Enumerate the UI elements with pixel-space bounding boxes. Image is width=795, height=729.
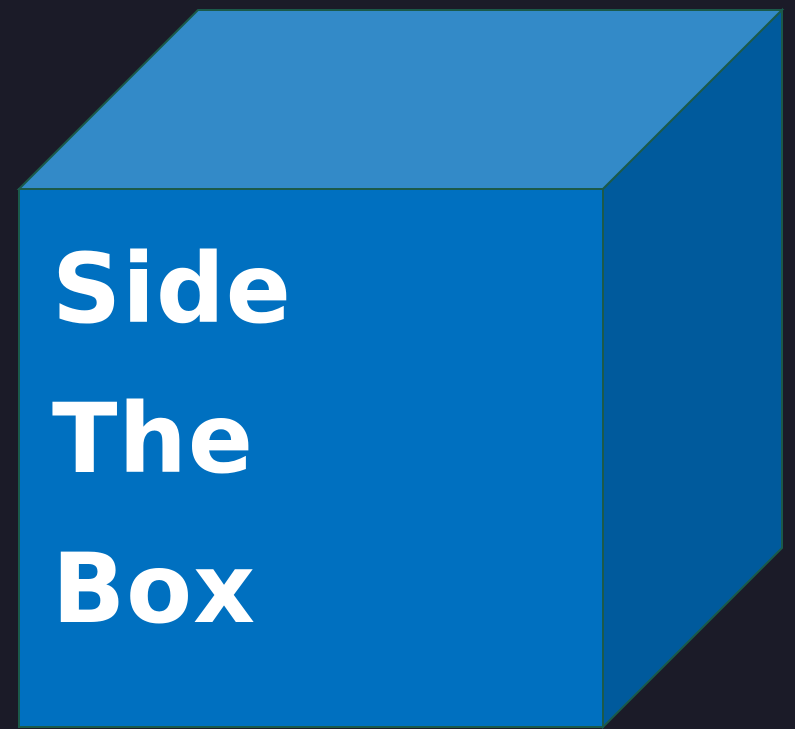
logo-line-side: Side — [52, 214, 592, 364]
logo-text: Side The Box — [52, 214, 592, 664]
logo-line-the: The — [52, 364, 592, 514]
logo-line-box: Box — [52, 514, 592, 664]
